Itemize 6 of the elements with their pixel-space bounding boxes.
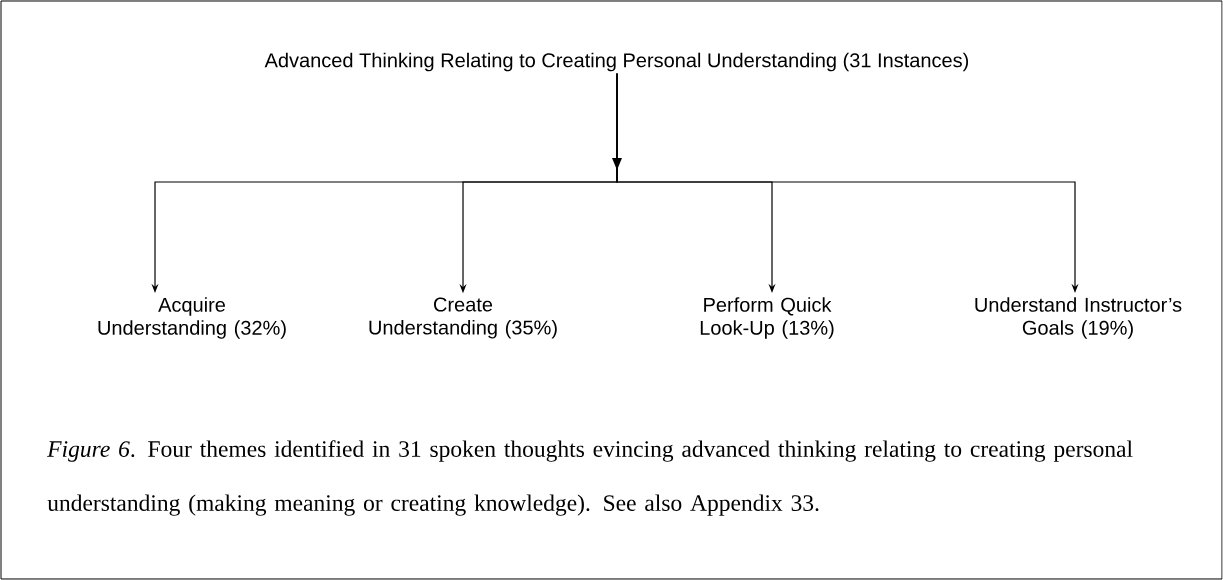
node-label: Understand Instructor’s Goals (19%)	[975, 297, 1182, 339]
figure-caption: Figure 6. Four themes identified in 31 spoken thoughts evincing advanced thinking relating to creating personal understanding (making meaning or creating knowledge). See also Appendix 33.	[47, 440, 1133, 516]
node-label: Perform Quick Look-Up (13%)	[700, 297, 834, 339]
node-label: Advanced Thinking Relating to Creating Personal Understanding (31 Instances)	[264, 52, 969, 72]
node-label: Acquire Understanding (32%)	[98, 297, 286, 339]
node-label: Create Understanding (35%)	[369, 297, 557, 339]
